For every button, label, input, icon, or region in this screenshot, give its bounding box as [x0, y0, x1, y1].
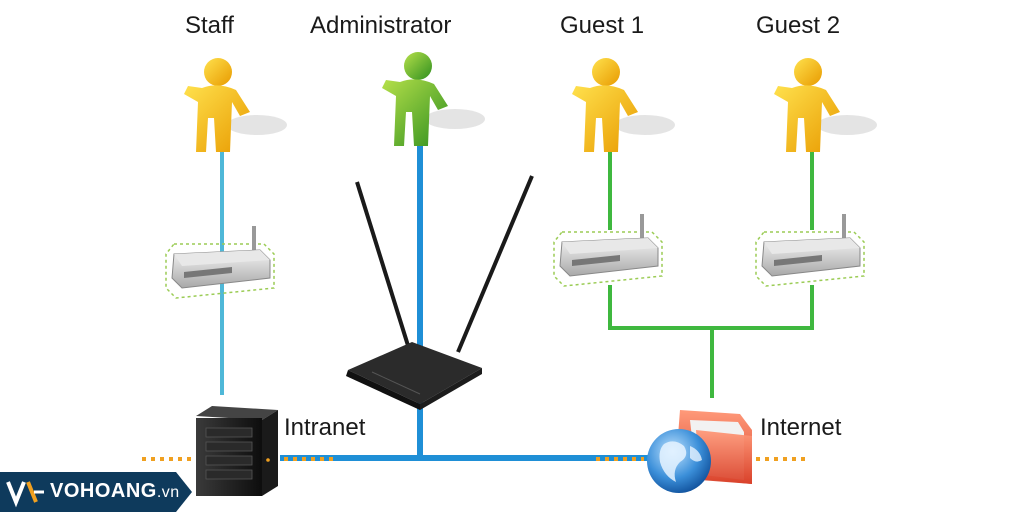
- user-administrator-icon: [382, 52, 485, 146]
- user-guest2-icon: [774, 58, 877, 152]
- guest-merge-link: [608, 285, 814, 330]
- access-point-guest1-icon: [553, 214, 663, 287]
- label-guest1: Guest 1: [560, 12, 645, 39]
- watermark-logo: VOHOANG.vn: [0, 472, 192, 512]
- watermark-brand: VOHOANG: [50, 480, 157, 502]
- label-administrator: Administrator: [310, 12, 452, 39]
- globe-folder-icon: [647, 410, 752, 493]
- user-staff-icon: [184, 58, 287, 152]
- watermark-domain: .vn: [156, 484, 180, 501]
- router-icon: [346, 175, 534, 410]
- label-staff: Staff: [185, 12, 234, 39]
- access-point-guest2-icon: [755, 214, 865, 287]
- label-guest2: Guest 2: [756, 12, 841, 39]
- label-internet: Internet: [760, 414, 842, 441]
- server-icon: [196, 406, 278, 496]
- user-guest1-icon: [572, 58, 675, 152]
- watermark-text: VOHOANG.vn: [50, 480, 180, 503]
- access-point-staff-icon: [165, 226, 275, 299]
- label-intranet: Intranet: [284, 414, 366, 441]
